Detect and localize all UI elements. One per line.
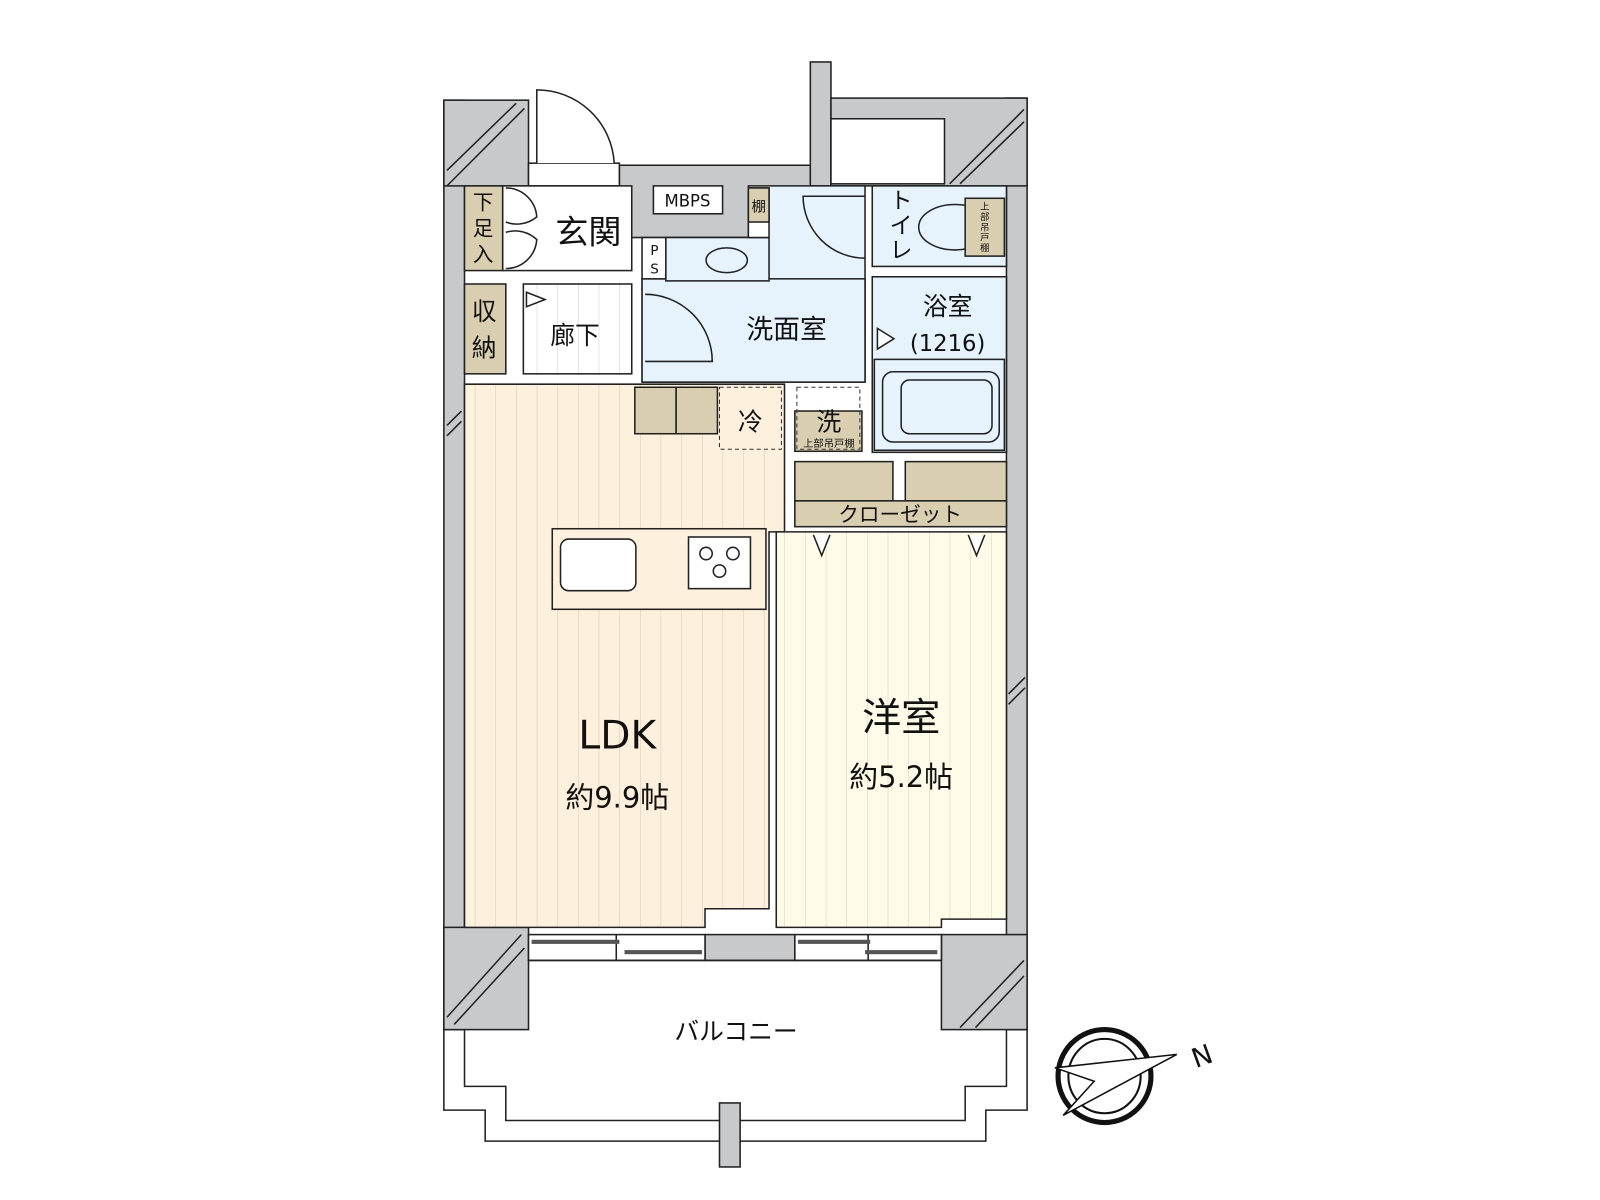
ldk-size: 約9.9帖 (565, 781, 669, 815)
entrance-label: 玄関 (555, 213, 621, 252)
mbps-box (652, 185, 724, 215)
svg-text:P: P (650, 244, 658, 259)
bathroom-label: 浴室 (923, 292, 973, 321)
svg-text:S: S (650, 263, 659, 278)
svg-text:イ: イ (890, 213, 913, 239)
compass-north-label: N (1188, 1039, 1217, 1075)
svg-text:戸: 戸 (980, 233, 989, 244)
bathtub-icon (881, 370, 1000, 443)
compass-icon: N (1054, 1027, 1217, 1126)
entrance-door[interactable] (527, 89, 621, 187)
svg-text:棚: 棚 (751, 199, 765, 216)
bathroom-size: (1216) (910, 331, 985, 357)
storage (463, 283, 507, 375)
ldk (463, 383, 786, 929)
washroom-door[interactable] (645, 293, 714, 363)
svg-text:上部吊戸棚: 上部吊戸棚 (803, 437, 855, 450)
balcony-windows[interactable] (527, 933, 943, 962)
shelf (747, 187, 770, 223)
shoe-storage (463, 185, 504, 272)
stove-icon (687, 536, 752, 590)
washer-label: 洗 (817, 408, 842, 437)
svg-text:部: 部 (980, 211, 989, 223)
entrance (501, 185, 633, 272)
svg-text:下: 下 (473, 191, 494, 215)
hallway-label: 廊下 (550, 321, 600, 350)
ldk-label: LDK (578, 714, 657, 759)
mbps-label: MBPS (664, 192, 710, 211)
closet[interactable] (794, 500, 1008, 528)
svg-text:足: 足 (473, 216, 494, 240)
washroom-label: 洗面室 (746, 315, 826, 346)
balcony-label: バルコニー (674, 1017, 797, 1046)
svg-text:棚: 棚 (980, 242, 989, 254)
western-room (775, 531, 1008, 929)
svg-text:収: 収 (472, 297, 497, 326)
sink-icon (559, 538, 637, 592)
svg-text:上: 上 (980, 202, 989, 213)
closet-label: クローゼット (838, 503, 962, 527)
svg-text:吊: 吊 (980, 222, 989, 233)
svg-text:入: 入 (473, 242, 494, 266)
fridge-label: 冷 (738, 408, 763, 437)
western-room-label: 洋室 (862, 696, 940, 741)
svg-text:納: 納 (472, 333, 497, 362)
svg-text:ト: ト (890, 189, 913, 215)
kitchen-counter (551, 527, 767, 611)
western-room-size: 約5.2帖 (849, 760, 953, 794)
toilet-door[interactable] (802, 195, 866, 259)
svg-text:レ: レ (890, 238, 913, 264)
